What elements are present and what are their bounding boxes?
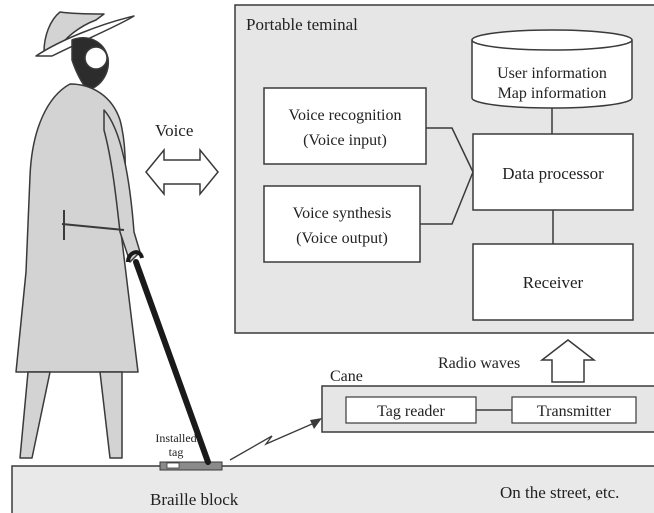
cane-handle [126, 250, 144, 263]
cane-stick [133, 259, 211, 465]
portable-terminal-title: Portable teminal [246, 15, 358, 34]
radio-waves-arrow [539, 339, 597, 383]
hat [43, 11, 105, 53]
street-label: On the street, etc. [500, 483, 619, 502]
tag-reader-label: Tag reader [377, 403, 445, 420]
installed-tag-label-1: Installed [155, 431, 196, 445]
recognition-processor-connector [426, 127, 474, 173]
voice-synthesis-label-1: Voice synthesis [293, 205, 392, 222]
voice-recognition-label-2: (Voice input) [303, 132, 387, 149]
receiver-label: Receiver [523, 273, 584, 292]
face-circle [84, 46, 108, 70]
person-figure [15, 11, 141, 459]
voice-synthesis-box [263, 185, 421, 263]
receiver-box [472, 243, 634, 321]
database-label-1: User information [497, 65, 607, 82]
tag-signal-arrowhead [310, 418, 322, 429]
database-cylinder [471, 29, 633, 109]
braille-block-label: Braille block [150, 490, 239, 509]
radio-waves-label: Radio waves [438, 355, 520, 372]
belt [61, 223, 125, 231]
data-processor-label: Data processor [502, 164, 604, 183]
cane-title: Cane [330, 368, 363, 385]
voice-recognition-label-1: Voice recognition [288, 107, 401, 124]
transmitter-label: Transmitter [537, 403, 612, 420]
voice-double-arrow [145, 147, 219, 197]
installed-tag-label-2: tag [169, 445, 184, 459]
right-leg [99, 371, 123, 459]
left-leg [19, 371, 51, 459]
arm [103, 109, 141, 263]
tag-reader-box [345, 396, 477, 424]
braille-block [159, 461, 223, 471]
voice-synthesis-label-2: (Voice output) [296, 230, 388, 247]
voice-recognition-box [263, 87, 427, 165]
transmitter-box [511, 396, 637, 424]
tag-signal-arrow [229, 423, 313, 461]
street-ground [11, 465, 654, 513]
database-label-2: Map information [498, 85, 607, 102]
voice-label: Voice [155, 121, 193, 140]
synthesis-processor-connector [420, 171, 474, 225]
installed-tag [166, 462, 180, 469]
